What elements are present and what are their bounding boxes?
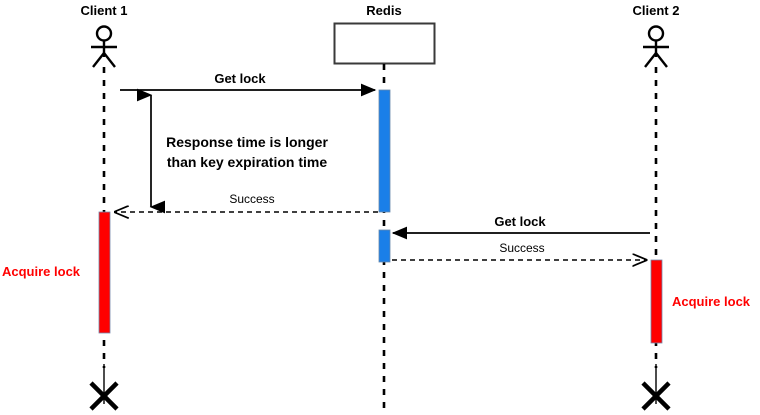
actor-icon-client2 bbox=[643, 25, 669, 68]
actor-head-client1 bbox=[95, 25, 113, 42]
activation-bar-redis-2 bbox=[378, 229, 391, 263]
actor-leg-left-client2 bbox=[644, 52, 657, 68]
acquire-lock-label-client2: Acquire lock bbox=[672, 294, 751, 309]
acquire-lock-label-client1: Acquire lock bbox=[2, 264, 81, 279]
actor-leg-left-client1 bbox=[92, 52, 105, 68]
destroy-x-client2 bbox=[641, 381, 671, 411]
duration-note-line-2: than key expiration time bbox=[166, 154, 328, 170]
participant-label-redis: Redis bbox=[366, 3, 402, 18]
actor-leg-right-client1 bbox=[103, 52, 116, 68]
actor-icon-client1 bbox=[91, 25, 117, 68]
message-label-success-2: Success bbox=[499, 241, 545, 255]
activation-bar-client1 bbox=[98, 211, 111, 334]
message-label-get-lock-2: Get lock bbox=[494, 214, 546, 229]
redis-participant-box bbox=[333, 22, 436, 65]
participant-label-client1: Client 1 bbox=[80, 3, 128, 18]
actor-leg-right-client2 bbox=[655, 52, 668, 68]
participant-label-client2: Client 2 bbox=[632, 3, 680, 18]
actor-head-client2 bbox=[647, 25, 665, 42]
activation-bar-redis-1 bbox=[378, 89, 391, 213]
message-label-success-1: Success bbox=[229, 192, 275, 206]
activation-bar-client2 bbox=[650, 259, 663, 344]
message-label-get-lock-1: Get lock bbox=[214, 71, 266, 86]
duration-note-line-1: Response time is longer bbox=[166, 134, 328, 150]
destroy-x-client1 bbox=[89, 381, 119, 411]
